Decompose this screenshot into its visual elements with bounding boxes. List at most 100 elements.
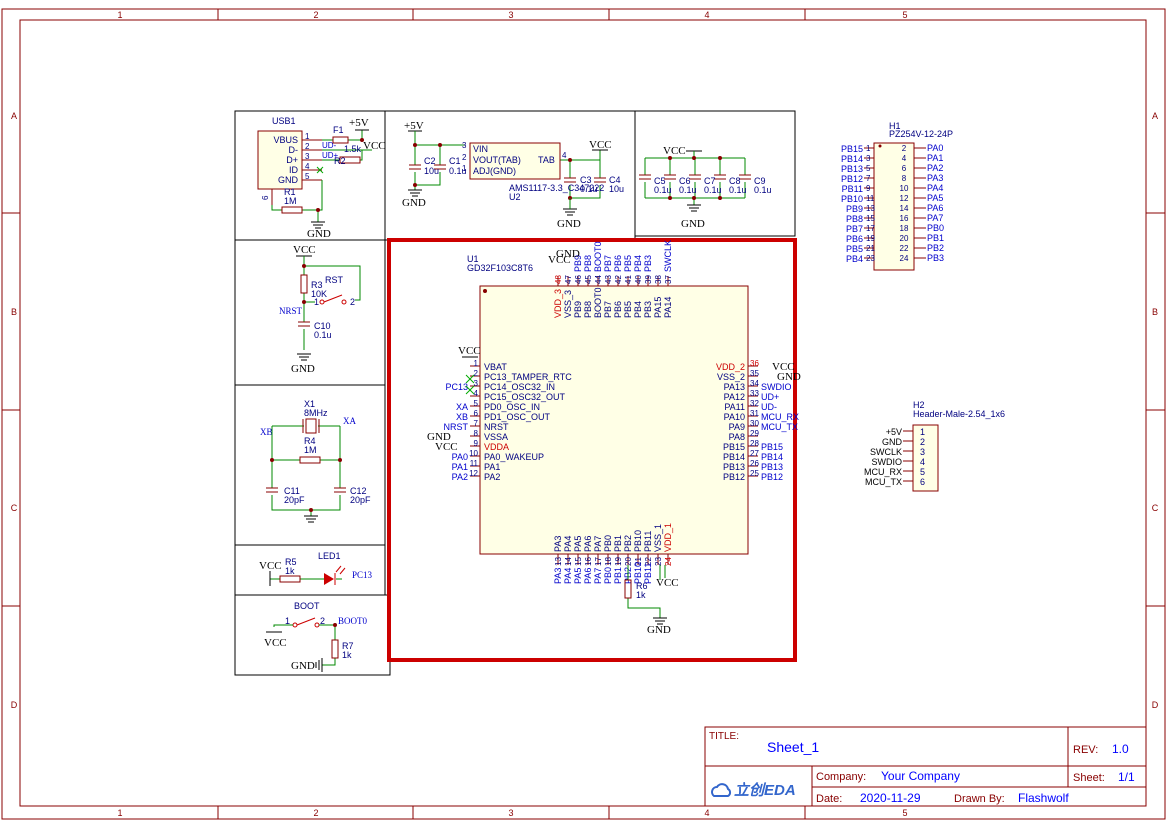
h1-pin-num: 11 [866,194,875,203]
resistor-r1[interactable] [281,206,303,214]
h1-pin-num: 19 [866,234,875,243]
drawn-label: Drawn By: [954,793,1005,805]
mcu-net-label: PB1 [613,567,623,584]
net-vcc: VCC [264,637,287,649]
mcu-pin-name: PB6 [613,301,623,318]
mcu-net-label: SWCLK [663,240,673,272]
h1-pin-num: 12 [900,194,909,203]
mcu-net-label: PB12 [761,472,783,482]
resistor-r5[interactable] [279,575,301,583]
ground-icon [315,658,323,672]
mcu-pin-name: PB3 [643,301,653,318]
nrst-net: NRST [279,306,303,316]
mcu-net-label: PB5 [623,255,633,272]
mcu-pin-num: 32 [750,399,759,408]
mcu-pin-num: 15 [574,557,583,566]
frame-labels: 1 2 3 4 5 1 2 3 4 5 A B C D A B C D [11,10,1159,818]
mcu-pin-num: 27 [750,449,759,458]
usb-connector[interactable] [257,130,303,190]
fuse-f1[interactable] [332,136,349,144]
mcu-pin-name: PA14 [663,297,673,318]
sheet-value: 1/1 [1118,770,1135,784]
mcu-net-label: BOOT0 [593,241,603,272]
c4-ref: C4 [609,175,621,185]
usb-pin-num: 4 [305,162,310,171]
h1-pin-num: 18 [900,224,909,233]
mcu-pin-name: VDD_2 [716,362,745,372]
mcu-pin-name: PB13 [723,462,745,472]
h2-net-label: +5V [886,427,902,437]
boot-switch[interactable] [292,617,320,628]
h1-net-label: PA0 [927,143,943,153]
col-label: 4 [704,10,709,20]
sw-pin-num: 1 [285,616,290,626]
led-block: VCC R5 1k LED1 PC13 [259,551,373,586]
header-h2-body[interactable] [912,424,939,492]
sw-pin-num: 2 [350,297,355,307]
col-label: 3 [508,808,513,818]
mcu-highlight-frame[interactable] [387,238,797,662]
h2-net-label: MCU_RX [864,467,902,477]
net-xa: XA [343,416,356,426]
col-label: 4 [704,808,709,818]
gnd-label: GND [647,624,671,636]
h1-net-label: PA4 [927,183,943,193]
company-label: Company: [816,771,866,783]
regulator-u2[interactable] [469,142,561,180]
header-h1-body[interactable] [873,142,915,271]
c2-value: 10u [424,166,439,176]
resistor-r7[interactable] [331,639,339,659]
h1-net-label: PA1 [927,153,943,163]
h1-net-label: PB0 [927,223,944,233]
h1-pin-num: 4 [902,154,907,163]
col-label: 2 [313,10,318,20]
mcu-pin-name: VSS_1 [653,524,663,552]
mcu-pin-num: 44 [594,275,603,284]
h1-net-label: PB6 [846,234,863,244]
ground-icon [408,189,422,197]
mcu-net-label: PB14 [761,452,783,462]
mcu-pin-name: PA6 [583,536,593,552]
usb-pin-name: GND [278,175,299,185]
mcu-net-label: SWDIO [761,382,792,392]
h2-net-label: SWDIO [872,457,903,467]
resistor-r3[interactable] [300,274,308,294]
h1-pin-num: 24 [900,254,909,263]
block-borders [234,110,796,676]
mcu-net-label: PA1 [452,462,468,472]
resistor-r2[interactable] [339,156,361,164]
c3-value: 0.1u [580,184,598,194]
header-h1: H1 PZ254V-12-24P 1PB153PB145PB137PB129PB… [841,121,953,271]
resistor-r4[interactable] [299,456,321,464]
crystal-x1[interactable] [305,418,317,434]
mcu-pin-name: PB14 [723,452,745,462]
mcu-pin-num: 48 [554,275,563,284]
h2-ref: H2 [913,400,925,410]
cap-ref: C9 [754,176,766,186]
led-icon[interactable] [324,573,334,585]
mcu-net-label: XB [456,412,468,422]
ground-icon [297,353,311,361]
pin-num: 1 [462,164,467,173]
net-vcc: VCC [663,145,686,157]
ldo-ref: U2 [509,192,521,202]
r6-value: 1k [636,590,646,600]
mcu-pin-name: PC14_OSC32_IN [484,382,555,392]
mcu-pin-name: PB7 [603,301,613,318]
c2-ref: C2 [424,156,436,166]
mcu-u1-body[interactable] [479,285,749,555]
date-label: Date: [816,793,842,805]
cap-value: 0.1u [754,185,772,195]
gnd-label: GND [307,228,331,240]
reset-switch[interactable] [319,294,347,305]
mcu-pin-num: 25 [750,469,759,478]
resistor-r6[interactable] [624,579,632,599]
mcu-pin-num: 20 [624,557,633,566]
mcu-bottom-pins: PA313PA3PA414PA4PA515PA5PA616PA6PA717PA7… [553,523,673,584]
mcu-pin-num: 33 [750,389,759,398]
h1-net-label: PB15 [841,144,863,154]
mcu-pin-num: 38 [654,275,663,284]
net-5v: +5V [349,117,369,129]
